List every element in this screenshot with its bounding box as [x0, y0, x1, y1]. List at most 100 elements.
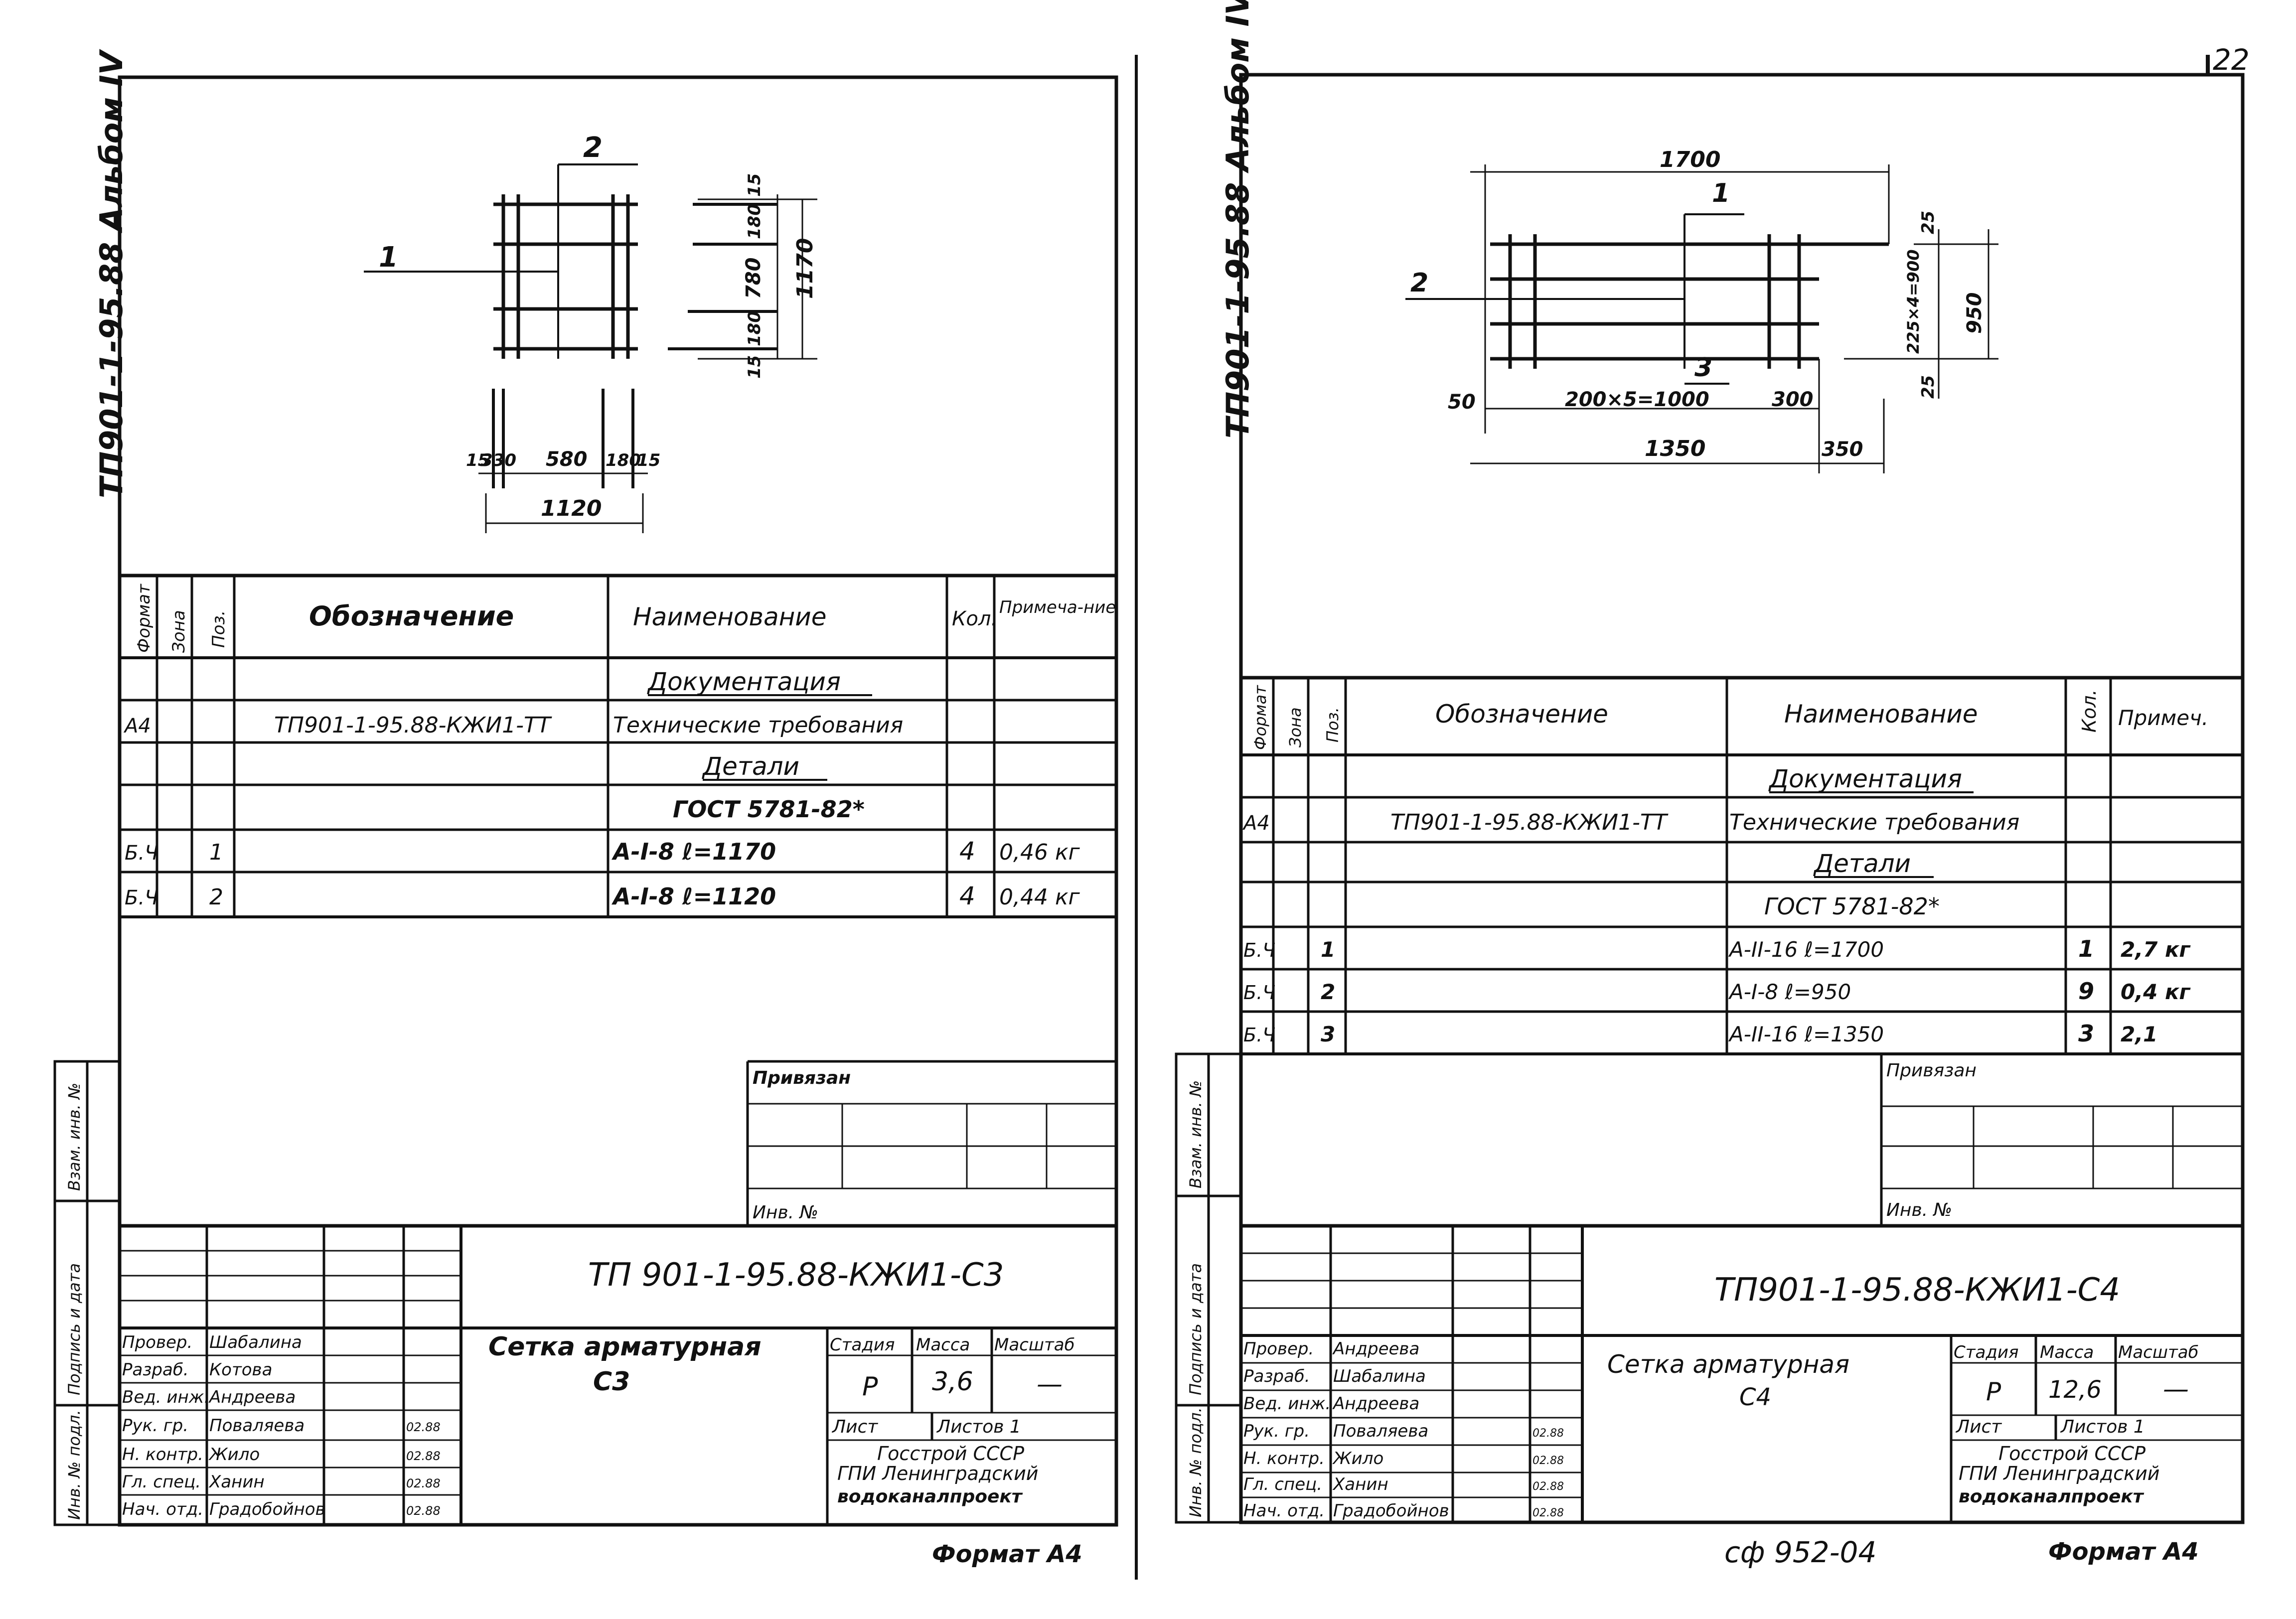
person-role: Провер.: [1243, 1339, 1314, 1359]
pos-label-2: 2: [1410, 268, 1428, 298]
pos-label-3: 3: [1694, 353, 1712, 383]
format-label: Формат А4: [2048, 1538, 2199, 1566]
sheet-left: ТП901-1-95.88 Альбом IV: [53, 48, 1118, 1568]
hdr-note: Примеча-ние: [999, 597, 1116, 617]
row-format: Б.Ч: [1243, 982, 1275, 1004]
row-note: 0,44 кг: [999, 884, 1080, 910]
title-name-1: Сетка арматурная: [488, 1332, 762, 1362]
person-date: 02.88: [406, 1449, 441, 1463]
row-name: А-II-16 ℓ=1350: [1728, 1022, 1884, 1046]
person-name: Андреева: [1332, 1394, 1419, 1414]
scale-label: Масштаб: [994, 1335, 1075, 1355]
row-pos: 2: [209, 884, 223, 910]
hdr-qty: Кол.: [2078, 689, 2100, 733]
dim-1170: 1170: [792, 238, 818, 299]
row-pos: 1: [209, 840, 223, 865]
stage-value: Р: [862, 1372, 878, 1402]
spec-table: [120, 574, 1116, 918]
row-name: Документация: [647, 667, 841, 696]
doc-code: ТП901-1-95.88-КЖИ1-С4: [1714, 1272, 2120, 1309]
mass-value: 3,6: [932, 1367, 973, 1397]
org-line-1: Госстрой СССР: [877, 1443, 1024, 1465]
row-qty: 4: [959, 882, 975, 910]
row-name: Технические требования: [1729, 810, 2019, 835]
title-block: [1241, 1224, 2243, 1522]
sheets-count-label: Листов 1: [936, 1417, 1021, 1437]
dim-15-right: 15: [637, 450, 660, 470]
stage-value: Р: [1986, 1377, 2001, 1406]
person-role: Гл. спец.: [1243, 1474, 1322, 1494]
person-name: Жило: [1332, 1449, 1383, 1469]
person-role: Н. контр.: [122, 1445, 203, 1465]
person-role: Гл. спец.: [122, 1472, 201, 1492]
person-name: Шабалина: [209, 1332, 302, 1352]
person-date: 02.88: [406, 1420, 441, 1434]
dim-15-left: 15: [466, 450, 489, 470]
scale-value: —: [2163, 1374, 2189, 1404]
row-format: Б.Ч: [1243, 939, 1275, 961]
person-name: Ханин: [208, 1472, 265, 1492]
row-format: А4: [1242, 812, 1270, 835]
side-label: Подпись и дата: [65, 1263, 84, 1395]
hdr-zone: Зона: [1286, 707, 1305, 747]
pos-label-2: 2: [583, 132, 603, 164]
dim-950: 950: [1963, 293, 1986, 334]
inv-no-label: Инв. №: [1886, 1200, 1952, 1220]
person-role: Н. контр.: [1243, 1449, 1325, 1469]
dim-200x5: 200×5=1000: [1565, 388, 1709, 411]
hdr-pos: Поз.: [1323, 707, 1342, 742]
side-label: Взам. инв. №: [1186, 1080, 1205, 1188]
album-label: ТП901-1-95.88 Альбом IV: [1220, 0, 1256, 439]
title-name-2: С4: [1739, 1383, 1771, 1411]
person-role: Вед. инж.: [122, 1387, 209, 1407]
dim-300: 300: [1772, 388, 1814, 411]
person-name: Андреева: [208, 1387, 296, 1407]
person-name: Шабалина: [1333, 1366, 1426, 1386]
person-role: Разраб.: [1243, 1366, 1310, 1386]
person-role: Рук. гр.: [1243, 1421, 1310, 1441]
hdr-zone: Зона: [169, 610, 189, 653]
inv-no-label: Инв. №: [753, 1202, 818, 1223]
hdr-designation: Обозначение: [309, 600, 514, 632]
hdr-qty: Кол.: [952, 607, 997, 630]
dim-780: 780: [742, 258, 765, 299]
row-name: А-I-8 ℓ=1170: [612, 838, 776, 865]
side-label: Инв. № подл.: [65, 1410, 84, 1520]
format-label: Формат А4: [932, 1540, 1082, 1568]
sheet-right: ТП901-1-95.88 Альбом IV: [1175, 0, 2245, 1566]
stage-label: Стадия: [830, 1335, 895, 1355]
sheet-label: Лист: [1955, 1417, 2002, 1437]
row-qty: 1: [2078, 935, 2094, 962]
album-label: ТП901-1-95.88 Альбом IV: [93, 48, 130, 498]
person-role: Провер.: [122, 1332, 192, 1352]
row-name: Документация: [1768, 764, 1962, 793]
privyazan-label: Привязан: [753, 1068, 851, 1088]
title-block: [120, 1224, 1116, 1525]
hdr-note: Примеч.: [2118, 706, 2208, 730]
person-role: Разраб.: [122, 1360, 189, 1380]
page-number: 22: [2213, 43, 2250, 77]
row-note: 2,1: [2121, 1022, 2157, 1046]
scale-label: Масштаб: [2118, 1342, 2199, 1362]
dim-180-bot: 180: [745, 311, 765, 346]
dim-1120: 1120: [541, 496, 602, 521]
hdr-format: Формат: [1251, 685, 1270, 750]
dim-180-top: 180: [745, 204, 765, 239]
row-pos: 1: [1321, 937, 1335, 962]
hdr-format: Формат: [134, 584, 154, 653]
sheet-code: сф 952-04: [1724, 1535, 1876, 1569]
person-name: Жило: [208, 1445, 260, 1465]
mass-value: 12,6: [2048, 1376, 2102, 1404]
side-label: Подпись и дата: [1186, 1263, 1205, 1395]
person-date: 02.88: [1532, 1507, 1564, 1519]
hdr-name: Наименование: [1784, 700, 1978, 729]
dim-25-top: 25: [1918, 211, 1938, 234]
sheets-count-label: Листов 1: [2060, 1417, 2145, 1437]
pos-label-1: 1: [1712, 178, 1730, 208]
person-role: Нач. отд.: [122, 1499, 203, 1519]
row-format: Б.Ч: [125, 886, 158, 909]
person-role: Рук. гр.: [122, 1416, 188, 1436]
person-date: 02.88: [406, 1476, 441, 1490]
person-name: Поваляева: [1333, 1421, 1428, 1441]
